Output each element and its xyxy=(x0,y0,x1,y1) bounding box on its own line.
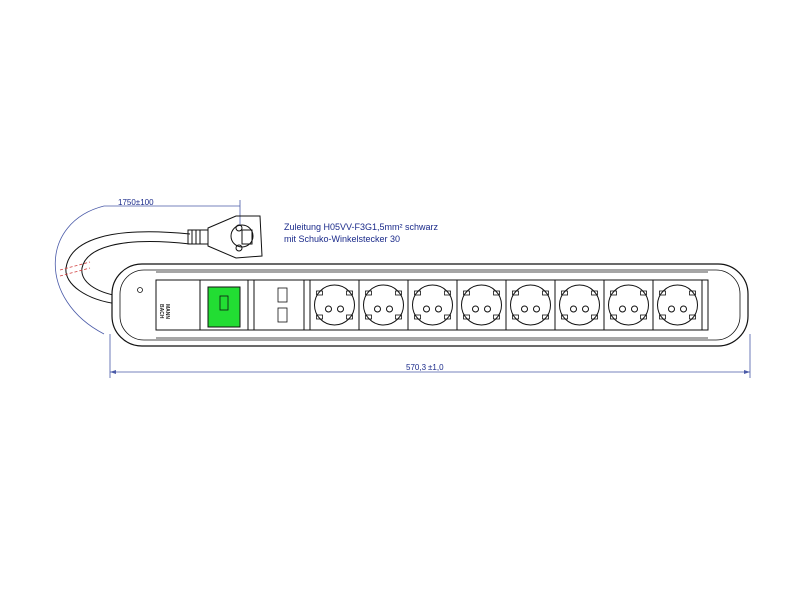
socket-pin-hole xyxy=(435,305,442,313)
socket-ground-clip xyxy=(561,290,568,296)
socket-ground-clip xyxy=(542,290,549,296)
schuko-socket xyxy=(652,279,703,331)
socket-pin-hole xyxy=(680,305,687,313)
socket-ground-clip xyxy=(395,314,402,320)
cable-length-arc xyxy=(55,205,105,335)
socket-ground-clip xyxy=(640,314,647,320)
power-switch xyxy=(199,279,249,331)
cable-length-dimension: 1750±100 xyxy=(104,198,241,226)
mounting-screw-icon xyxy=(137,287,143,293)
socket-ring xyxy=(608,284,649,326)
total-length-dimension: 570,3 ±1,0 xyxy=(109,334,751,378)
cable-note-line1: Zuleitung H05VV-F3G1,5mm² schwarz xyxy=(284,222,439,232)
schuko-socket xyxy=(505,279,556,331)
usb-module xyxy=(253,279,305,331)
socket-ring xyxy=(461,284,502,326)
total-length-tolerance: ±1,0 xyxy=(428,363,444,372)
usb-port-icon xyxy=(277,307,288,323)
socket-pin-hole xyxy=(533,305,540,313)
socket-ground-clip xyxy=(463,290,470,296)
socket-ring xyxy=(412,284,453,326)
socket-ground-clip xyxy=(414,314,421,320)
socket-ground-clip xyxy=(346,314,353,320)
socket-pin-hole xyxy=(337,305,344,313)
schuko-socket xyxy=(309,279,360,331)
schuko-socket xyxy=(456,279,507,331)
cable-loop xyxy=(55,205,191,335)
power-strip: BACH MANN xyxy=(111,263,749,347)
socket-ground-clip xyxy=(316,314,323,320)
socket-ground-clip xyxy=(346,290,353,296)
brand-logo-line1: BACH xyxy=(158,304,164,319)
cable-inner xyxy=(81,241,191,297)
total-length-value: 570,3 xyxy=(406,363,427,372)
socket-pin-hole xyxy=(619,305,626,313)
socket-ground-clip xyxy=(591,314,598,320)
socket-ground-clip xyxy=(365,290,372,296)
socket-pin-hole xyxy=(386,305,393,313)
socket-ring xyxy=(657,284,698,326)
socket-pin-hole xyxy=(374,305,381,313)
socket-ground-clip xyxy=(444,314,451,320)
socket-ground-clip xyxy=(395,290,402,296)
socket-ground-clip xyxy=(689,314,696,320)
socket-ground-clip xyxy=(659,314,666,320)
socket-pin-hole xyxy=(423,305,430,313)
socket-pin-hole xyxy=(521,305,528,313)
socket-pin-hole xyxy=(582,305,589,313)
socket-pin-hole xyxy=(325,305,332,313)
socket-ground-clip xyxy=(591,290,598,296)
brand-logo-line2: MANN xyxy=(164,304,170,319)
socket-ground-clip xyxy=(414,290,421,296)
socket-ground-clip xyxy=(610,290,617,296)
socket-ring xyxy=(314,284,355,326)
power-switch-rocker xyxy=(207,286,241,328)
socket-ground-clip xyxy=(493,290,500,296)
brand-logo: BACH MANN xyxy=(158,304,170,319)
schuko-socket xyxy=(554,279,605,331)
socket-ground-clip xyxy=(659,290,666,296)
socket-ground-clip xyxy=(689,290,696,296)
socket-ground-clip xyxy=(365,314,372,320)
socket-pin-hole xyxy=(472,305,479,313)
schuko-socket xyxy=(603,279,654,331)
socket-ground-clip xyxy=(512,314,519,320)
socket-ground-clip xyxy=(316,290,323,296)
socket-ground-clip xyxy=(561,314,568,320)
cable-outer xyxy=(65,231,191,305)
socket-ground-clip xyxy=(542,314,549,320)
socket-pin-hole xyxy=(668,305,675,313)
cable-note-line2: mit Schuko-Winkelstecker 30 xyxy=(284,234,400,244)
socket-pin-hole xyxy=(570,305,577,313)
socket-ground-clip xyxy=(640,290,647,296)
schuko-sockets xyxy=(309,279,703,331)
strip-inner-shell xyxy=(119,269,741,341)
cable-length-label: 1750±100 xyxy=(118,198,154,207)
socket-pin-hole xyxy=(484,305,491,313)
cable-break-mark-1 xyxy=(59,261,91,271)
schuko-socket xyxy=(358,279,409,331)
socket-ground-clip xyxy=(493,314,500,320)
socket-pin-hole xyxy=(631,305,638,313)
socket-ring xyxy=(363,284,404,326)
schuko-socket xyxy=(407,279,458,331)
socket-ground-clip xyxy=(444,290,451,296)
socket-ground-clip xyxy=(463,314,470,320)
usb-port-icon xyxy=(277,287,288,303)
cable-note: Zuleitung H05VV-F3G1,5mm² schwarz mit Sc… xyxy=(284,222,439,244)
socket-ring xyxy=(559,284,600,326)
socket-ground-clip xyxy=(610,314,617,320)
schuko-plug-icon xyxy=(187,215,263,259)
cable-break-mark-2 xyxy=(59,267,91,277)
socket-ring xyxy=(510,284,551,326)
socket-ground-clip xyxy=(512,290,519,296)
